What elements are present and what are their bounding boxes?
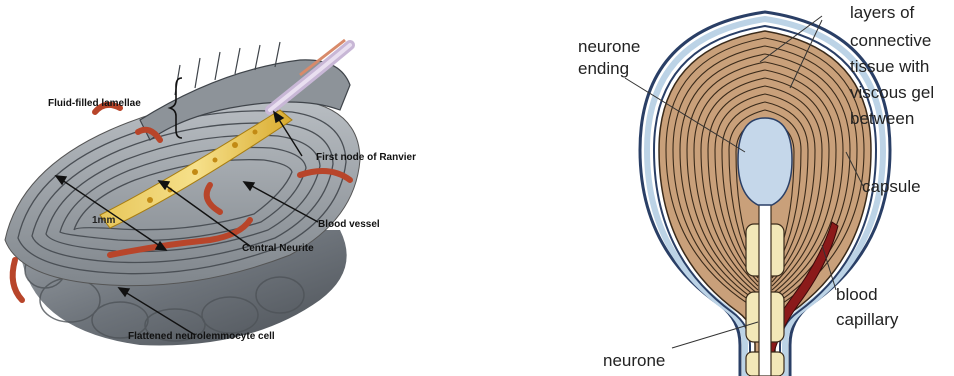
label-neurone-ending-line2: ending bbox=[578, 60, 629, 77]
neurone-ending bbox=[738, 118, 792, 205]
label-layers-line5: between bbox=[850, 110, 914, 127]
label-blood-line2: capillary bbox=[836, 311, 898, 328]
label-neurone-ending-line1: neurone bbox=[578, 38, 640, 55]
label-layers-line3: tissue with bbox=[850, 58, 929, 75]
label-layers-line4: viscous gel bbox=[850, 84, 934, 101]
label-blood-line1: blood bbox=[836, 286, 878, 303]
label-layers-line1: layers of bbox=[850, 4, 914, 21]
label-neurone: neurone bbox=[603, 352, 665, 369]
label-capsule: capsule bbox=[862, 178, 921, 195]
label-layers-line2: connective bbox=[850, 32, 931, 49]
